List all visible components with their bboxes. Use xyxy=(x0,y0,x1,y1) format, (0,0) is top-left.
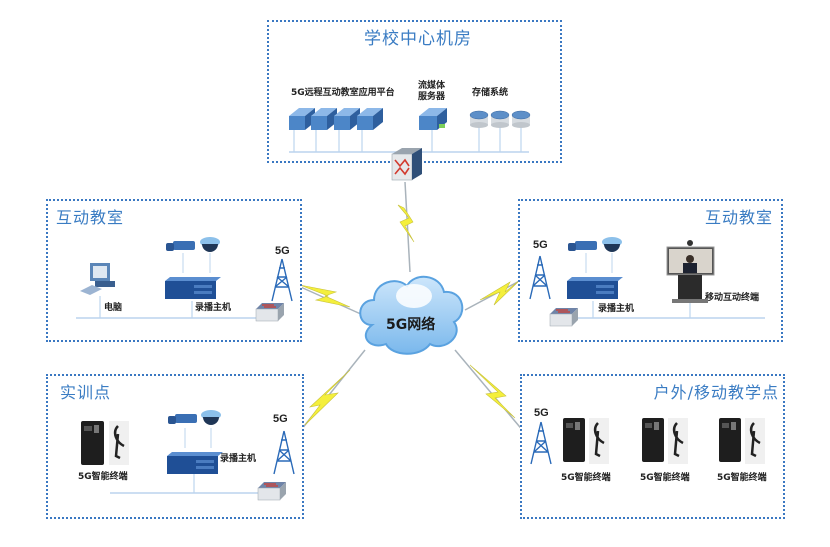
bullet-camera-icon xyxy=(166,241,195,273)
outdoor-title: 户外/移动教学点 xyxy=(653,383,779,402)
lightning-bolt-icon xyxy=(299,284,351,308)
classroom-right-equipment xyxy=(529,237,765,327)
bullet-camera-icon xyxy=(168,414,197,448)
classroom-left-title: 互动教室 xyxy=(56,208,125,227)
streaming-server-icon xyxy=(419,108,447,152)
streaming-label-line1: 流媒体 xyxy=(418,81,446,91)
recorder-icon xyxy=(567,277,623,299)
5g-tower-icon xyxy=(529,255,551,300)
tower-label: 5G xyxy=(533,239,548,251)
mobile-interactive-terminal-icon xyxy=(666,240,715,303)
training-equipment xyxy=(81,410,295,501)
datacenter-box: 学校中心机房 5G远程互动教室应用平台 流媒体 服务器 存储系统 xyxy=(267,20,562,163)
classroom-right-title: 互动教室 xyxy=(704,208,773,227)
5g-tower-icon xyxy=(273,430,295,475)
5g-network-cloud-icon xyxy=(359,276,464,355)
terminal-label: 5G智能终端 xyxy=(640,473,690,483)
streaming-server-label: 流媒体 服务器 xyxy=(418,81,445,103)
smart-terminal-icon xyxy=(642,418,688,464)
pc-label: 电脑 xyxy=(104,303,123,313)
streaming-label-line2: 服务器 xyxy=(418,92,446,102)
storage-label: 存储系统 xyxy=(472,88,509,98)
outdoor-box: 户外/移动教学点 5G 5G智能终端 5G智能终端 5G智能终端 xyxy=(520,374,785,519)
training-title: 实训点 xyxy=(60,383,112,402)
smart-terminal-icon xyxy=(81,421,129,465)
smart-terminal-icon xyxy=(563,418,609,464)
storage-disk-icon xyxy=(511,110,531,152)
terminal-label: 5G智能终端 xyxy=(78,472,128,482)
training-box: 实训点 5G智能终端 录播主机 5G xyxy=(46,374,304,519)
terminal-label: 5G智能终端 xyxy=(561,473,611,483)
classroom-left-equipment xyxy=(76,237,293,322)
classroom-left-box: 互动教室 电脑 录播主机 5G xyxy=(46,199,302,342)
switch-icon xyxy=(257,482,286,501)
recorder-label: 录播主机 xyxy=(195,303,232,313)
recorder-icon xyxy=(167,452,223,474)
recorder-label: 录播主机 xyxy=(598,304,635,314)
switch-icon xyxy=(255,303,284,322)
dome-camera-icon xyxy=(201,410,221,448)
storage-disk-icon xyxy=(469,110,489,152)
terminal-label: 5G智能终端 xyxy=(717,473,767,483)
classroom-right-box: 互动教室 5G 录播主机 移动互动终端 xyxy=(518,199,783,342)
5g-tower-icon xyxy=(530,421,552,465)
computer-icon xyxy=(80,263,115,295)
link-datacenter xyxy=(397,181,415,273)
dome-camera-icon xyxy=(200,237,220,273)
server-icon xyxy=(357,108,383,152)
server-icon xyxy=(289,108,315,152)
smart-terminal-icon xyxy=(719,418,765,464)
5g-tower-icon xyxy=(271,258,293,302)
datacenter-title: 学校中心机房 xyxy=(364,29,472,49)
tower-label: 5G xyxy=(273,413,288,425)
core-switch-icon xyxy=(391,148,422,181)
terminal-label: 移动互动终端 xyxy=(705,293,760,303)
server-icon xyxy=(334,108,360,152)
switch-icon xyxy=(549,308,578,327)
dome-camera-icon xyxy=(602,237,622,273)
recorder-icon xyxy=(165,277,221,299)
lightning-bolt-icon xyxy=(397,204,415,243)
outdoor-equipment xyxy=(530,418,765,465)
recorder-label: 录播主机 xyxy=(220,454,257,464)
tower-label: 5G xyxy=(534,407,549,419)
bullet-camera-icon xyxy=(568,241,597,273)
tower-label: 5G xyxy=(275,245,290,257)
lightning-bolt-icon xyxy=(469,364,516,419)
lightning-bolt-icon xyxy=(304,369,351,426)
server-icon xyxy=(311,108,337,152)
5g-network-label: 5G网络 xyxy=(386,317,436,333)
storage-disk-icon xyxy=(490,110,510,152)
platform-label: 5G远程互动教室应用平台 xyxy=(291,88,395,98)
